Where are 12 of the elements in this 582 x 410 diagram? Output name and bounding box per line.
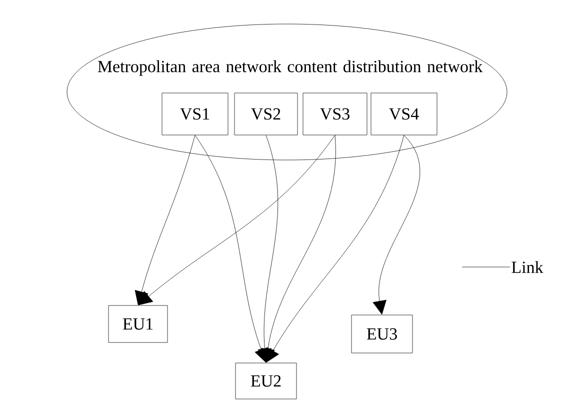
server-box: VS3 — [302, 92, 368, 136]
arrow — [266, 135, 404, 363]
user-box: EU2 — [235, 362, 297, 400]
server-box: VS4 — [370, 92, 438, 136]
user-box: EU1 — [108, 305, 168, 343]
server-box: VS2 — [234, 92, 298, 136]
server-box: VS1 — [162, 92, 228, 136]
user-box: EU3 — [351, 314, 413, 354]
leader-line — [462, 266, 510, 268]
arrow — [372, 135, 420, 315]
arrow — [138, 135, 336, 306]
link-label: Link — [512, 261, 544, 273]
